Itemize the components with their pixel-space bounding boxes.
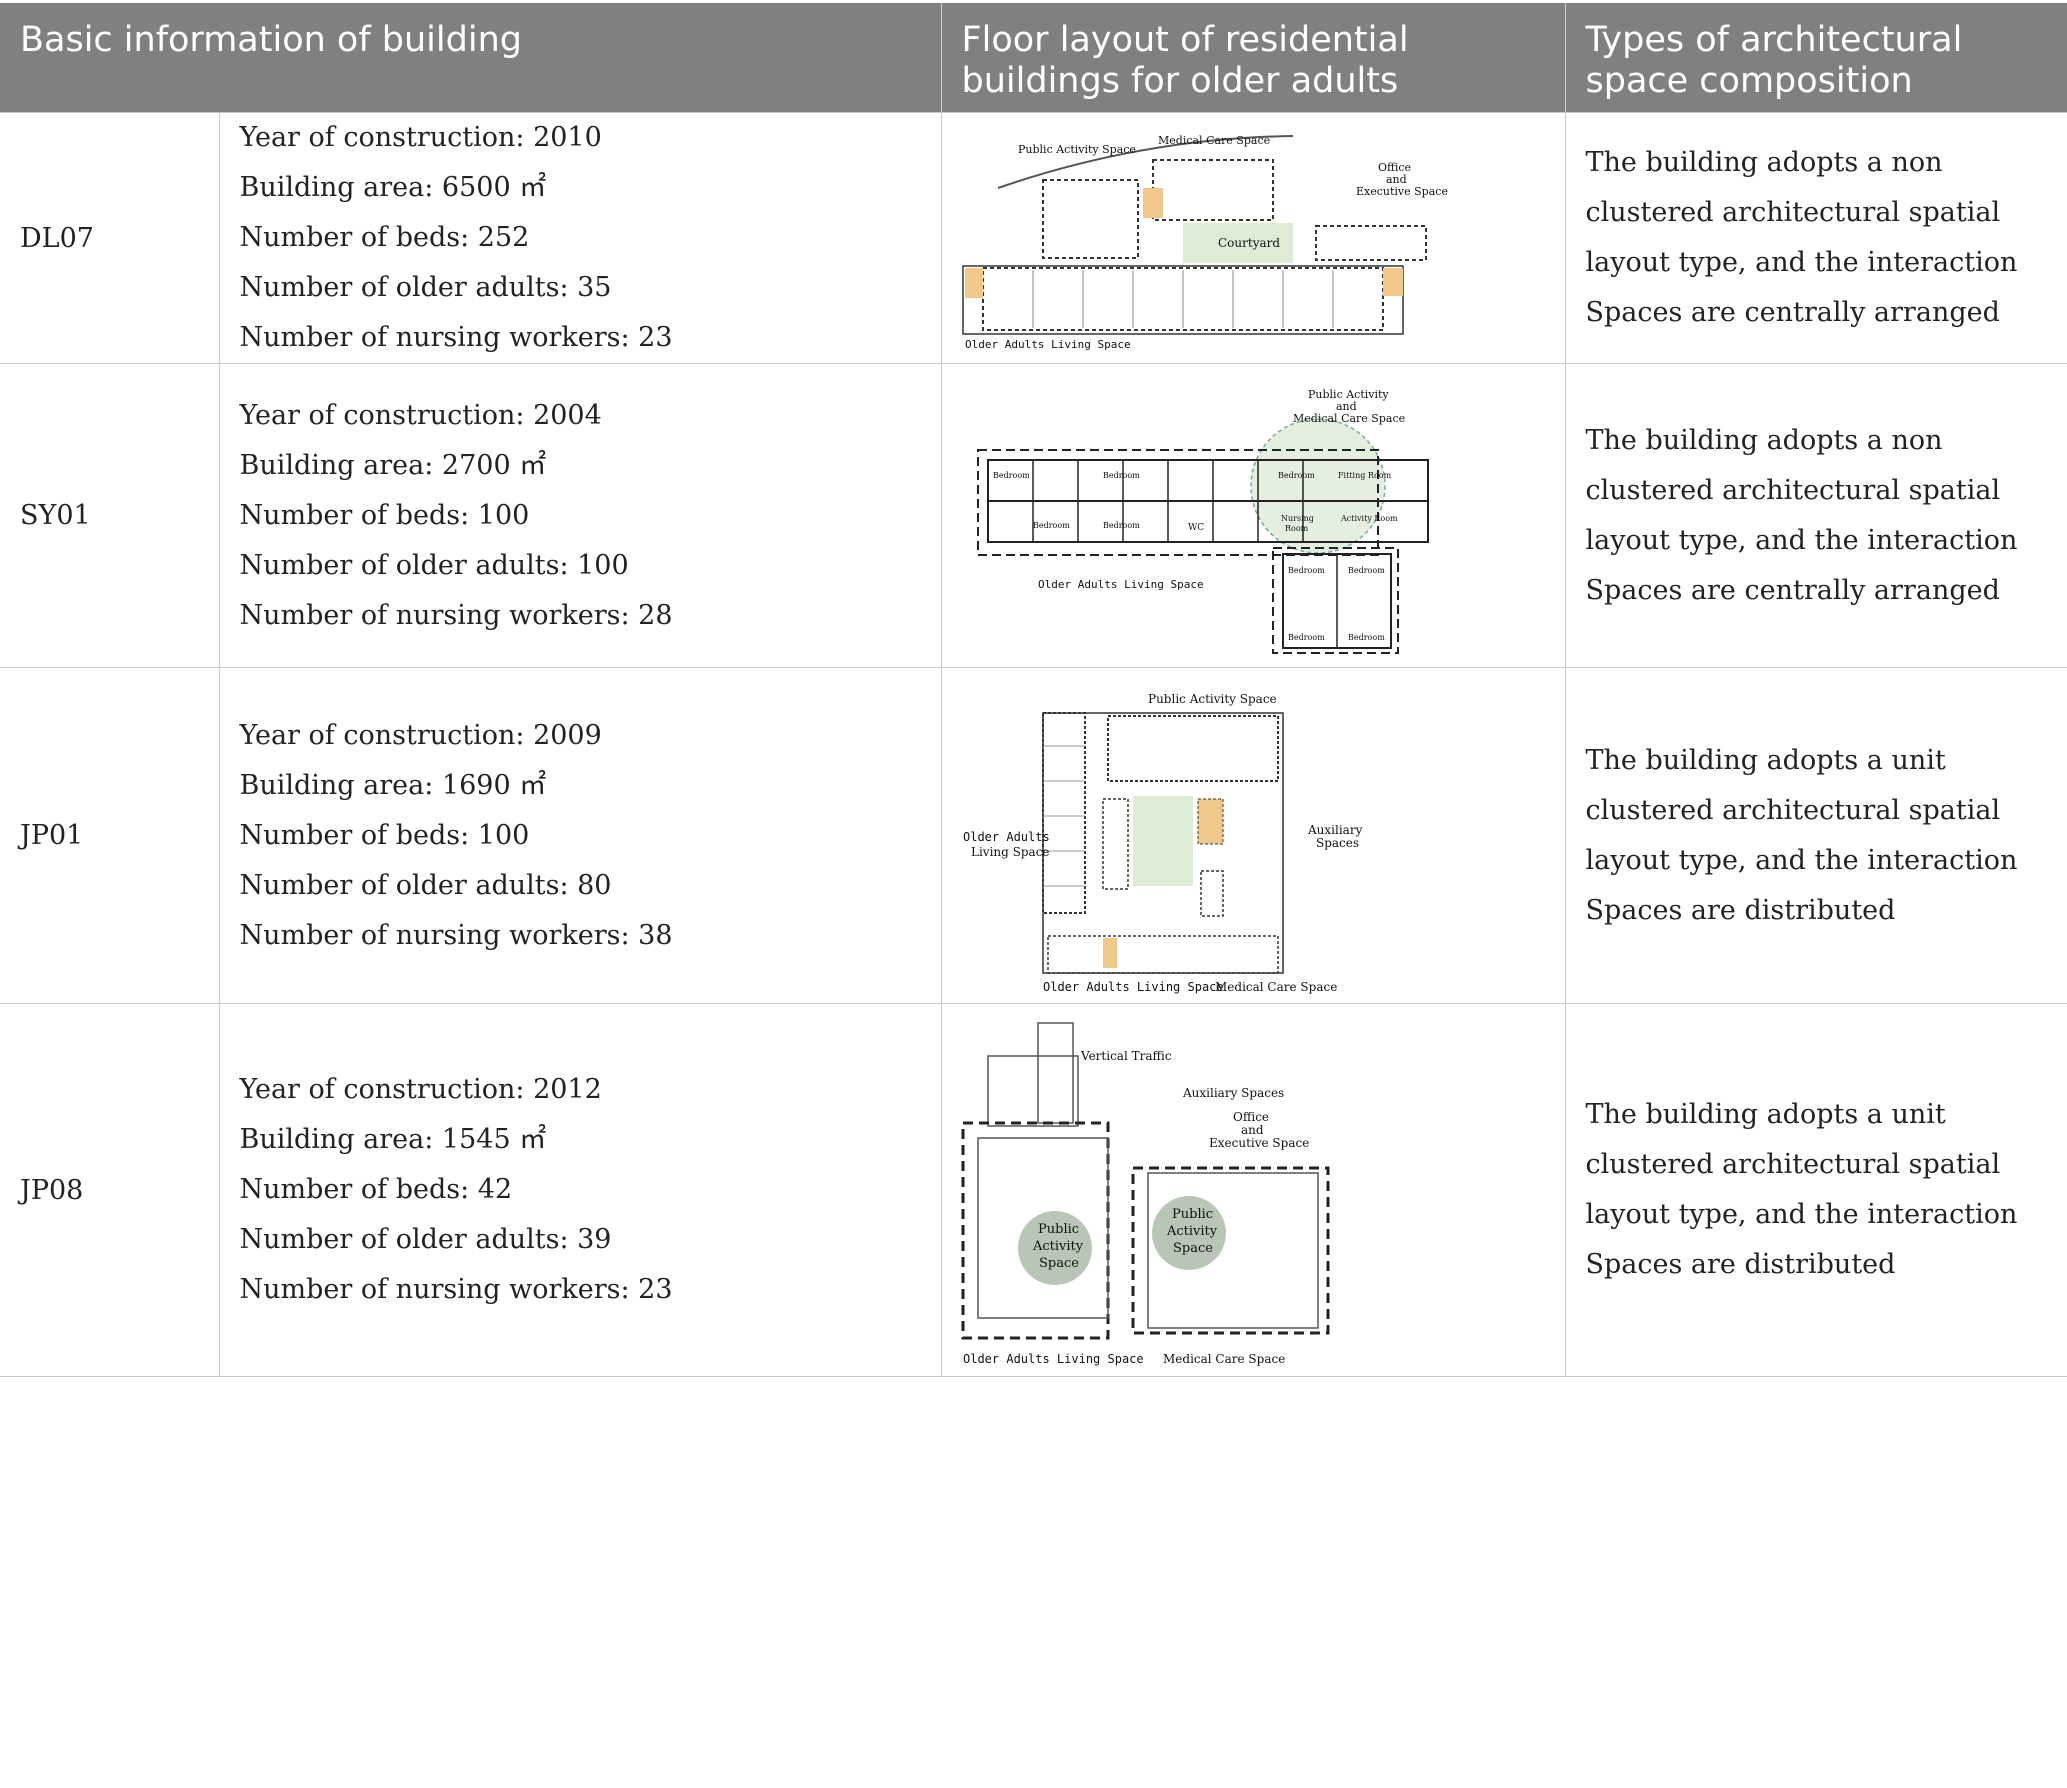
sy01-pam-label-1: Public Activity [1308, 388, 1389, 401]
jp08-pa-label-2: Activity [1032, 1239, 1084, 1254]
sy01-nursing-label-1: Nursing [1281, 514, 1314, 523]
sy01-bedroom-label: Bedroom [1103, 471, 1140, 480]
building-info: Year of construction: 2010 Building area… [218, 112, 942, 364]
building-id: DL07 [0, 112, 220, 364]
floor-plan-jp01: Public Activity Space Older Adults Livin… [963, 692, 1363, 994]
floor-plan-cell: Public Activity and Medical Care Space B… [940, 363, 1566, 668]
info-year: Year of construction: 2010 [239, 122, 602, 153]
sy01-pam-label-3: Medical Care Space [1293, 412, 1405, 425]
jp08-pa-label-3: Space [1173, 1241, 1213, 1256]
space-type-cell: The building adopts a non clustered arch… [1564, 112, 2067, 364]
dl07-office-label-3: Executive Space [1356, 185, 1448, 198]
jp08-pa-label-2: Activity [1166, 1224, 1218, 1239]
sy01-living-label: Older Adults Living Space [1038, 578, 1204, 591]
info-beds: Number of beds: 100 [239, 819, 530, 851]
sy01-bedroom-label: Bedroom [1348, 633, 1385, 642]
jp08-office-label-3: Executive Space [1209, 1136, 1309, 1150]
sy01-bedroom-label: Bedroom [1288, 566, 1325, 575]
jp01-auxiliary-label-2: Spaces [1316, 836, 1359, 850]
info-area: Building area: 1690 ㎡ [239, 769, 547, 801]
building-id: JP01 [0, 667, 220, 1004]
dl07-office-label-1: Office [1378, 161, 1411, 174]
building-id: SY01 [0, 363, 220, 668]
floor-plan-cell: Public Activity Space Older Adults Livin… [940, 667, 1566, 1004]
jp08-living-label: Older Adults Living Space [963, 1352, 1144, 1366]
sy01-bedroom-label: Bedroom [993, 471, 1030, 480]
jp08-pa-label-1: Public [1172, 1207, 1213, 1222]
dl07-medical-care-label: Medical Care Space [1158, 134, 1270, 147]
info-year: Year of construction: 2012 [239, 1074, 602, 1105]
info-nursing-workers: Number of nursing workers: 23 [239, 1274, 673, 1305]
jp01-living-bottom-label: Older Adults Living Space [1043, 980, 1224, 994]
jp08-medical-label: Medical Care Space [1163, 1352, 1285, 1366]
courtyard-label: Courtyard [1218, 236, 1280, 250]
floor-plan-sy01: Public Activity and Medical Care Space B… [977, 388, 1429, 654]
space-type-cell: The building adopts a unit clustered arc… [1564, 667, 2067, 1004]
table-row: JP01 Year of construction: 2009 Building… [0, 667, 2067, 1004]
sy01-bedroom-label: Bedroom [1348, 566, 1385, 575]
floor-plan-cell: Courtyard Public Activity Space Medical … [940, 112, 1566, 364]
jp01-living-label-1: Older Adults [963, 830, 1050, 844]
sy01-bedroom-label: Bedroom [1033, 521, 1070, 530]
jp01-public-activity-label: Public Activity Space [1148, 692, 1277, 706]
info-year: Year of construction: 2009 [239, 719, 602, 751]
info-year: Year of construction: 2004 [239, 399, 602, 431]
info-older-adults: Number of older adults: 100 [239, 549, 629, 581]
info-older-adults: Number of older adults: 35 [239, 272, 612, 303]
sy01-wc-label: WC [1188, 523, 1204, 533]
jp08-pa-label-1: Public [1038, 1222, 1079, 1237]
info-older-adults: Number of older adults: 80 [239, 869, 612, 901]
table-row: JP08 Year of construction: 2012 Building… [0, 1003, 2067, 1377]
floor-plan-jp08: Public Activity Space Public Activity Sp… [961, 1021, 1330, 1366]
sy01-bedroom-label: Bedroom [1103, 521, 1140, 530]
jp08-office-label-1: Office [1233, 1110, 1269, 1124]
header-floor-layout: Floor layout of residential buildings fo… [941, 3, 1566, 113]
floor-plan-dl07: Courtyard Public Activity Space Medical … [962, 134, 1448, 351]
space-type-text: The building adopts a non clustered arch… [1585, 147, 2018, 328]
info-older-adults: Number of older adults: 39 [239, 1224, 612, 1255]
dl07-office-label-2: and [1386, 173, 1407, 186]
sy01-pam-label-2: and [1336, 400, 1357, 413]
header-row: Basic information of building Floor layo… [0, 3, 2067, 113]
jp08-office-label-2: and [1241, 1123, 1264, 1137]
table-row: DL07 Year of construction: 2010 Building… [0, 112, 2067, 364]
info-nursing-workers: Number of nursing workers: 28 [239, 599, 673, 631]
sy01-bedroom-label: Bedroom [1278, 471, 1315, 480]
space-type-text: The building adopts a unit clustered arc… [1585, 1099, 2018, 1280]
info-beds: Number of beds: 100 [239, 499, 530, 531]
building-comparison-table: Basic information of building Floor layo… [0, 3, 2067, 1377]
header-space-types: Types of architectural space composition [1565, 3, 2067, 113]
header-basic-info: Basic information of building [0, 3, 942, 113]
space-type-cell: The building adopts a unit clustered arc… [1564, 1003, 2067, 1377]
space-type-text: The building adopts a non clustered arch… [1585, 424, 2018, 606]
sy01-nursing-label-2: Room [1285, 524, 1309, 533]
table-row: SY01 Year of construction: 2004 Building… [0, 363, 2067, 668]
space-type-cell: The building adopts a non clustered arch… [1564, 363, 2067, 668]
info-beds: Number of beds: 42 [239, 1174, 513, 1205]
space-type-text: The building adopts a unit clustered arc… [1585, 744, 2018, 926]
info-beds: Number of beds: 252 [239, 222, 530, 253]
sy01-bedroom-label: Bedroom [1288, 633, 1325, 642]
jp01-auxiliary-label-1: Auxiliary [1307, 823, 1363, 837]
sy01-activity-label: Activity Room [1340, 514, 1398, 523]
info-area: Building area: 6500 ㎡ [239, 172, 547, 203]
building-info: Year of construction: 2004 Building area… [218, 363, 942, 668]
floor-plan-cell: Public Activity Space Public Activity Sp… [940, 1003, 1566, 1377]
info-area: Building area: 2700 ㎡ [239, 449, 547, 481]
info-nursing-workers: Number of nursing workers: 23 [239, 322, 673, 353]
building-info: Year of construction: 2009 Building area… [218, 667, 942, 1004]
sy01-fitting-label: Fitting Room [1338, 471, 1392, 480]
jp08-auxiliary-label: Auxiliary Spaces [1182, 1086, 1284, 1100]
dl07-public-activity-label: Public Activity Space [1018, 143, 1136, 156]
info-area: Building area: 1545 ㎡ [239, 1124, 547, 1155]
dl07-living-label: Older Adults Living Space [965, 338, 1131, 351]
jp01-living-label-2: Living Space [971, 845, 1050, 859]
building-id: JP08 [0, 1003, 220, 1377]
jp08-pa-label-3: Space [1039, 1256, 1079, 1271]
jp01-medical-label: Medical Care Space [1215, 980, 1337, 994]
info-nursing-workers: Number of nursing workers: 38 [239, 919, 673, 951]
jp08-vertical-label: Vertical Traffic [1080, 1049, 1172, 1063]
building-info: Year of construction: 2012 Building area… [218, 1003, 942, 1377]
